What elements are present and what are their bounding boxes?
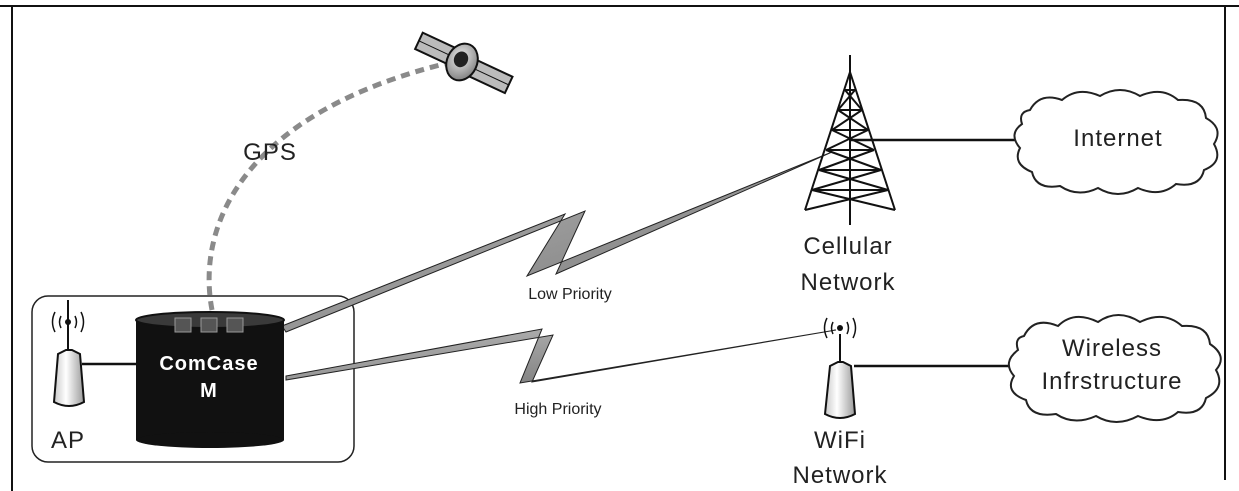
high-priority-label: High Priority [514, 401, 601, 418]
wifi-antenna-icon [823, 317, 857, 419]
internet-label: Internet [1073, 125, 1162, 152]
wireless-label-line2: Infrstructure [1041, 368, 1182, 395]
low-priority-link [281, 151, 833, 333]
ap-antenna-icon [51, 300, 136, 407]
diagram-frame [0, 5, 1239, 491]
device-label-line2: M [200, 380, 218, 402]
ap-label: AP [51, 427, 85, 454]
satellite-icon [413, 31, 514, 95]
gps-link [206, 59, 453, 311]
wireless-label-line1: Wireless [1062, 335, 1162, 362]
high-priority-link [285, 328, 837, 384]
cellular-label-line1: Cellular [803, 233, 892, 260]
cellular-label-line2: Network [800, 269, 895, 296]
wifi-label-line2: Network [792, 462, 887, 489]
wifi-label-line1: WiFi [814, 427, 866, 454]
comcase-device-icon [135, 311, 285, 448]
low-priority-label: Low Priority [528, 286, 612, 303]
gps-label: GPS [243, 139, 297, 166]
device-label-line1: ComCase [159, 353, 258, 375]
wireless-infrastructure-cloud-icon [1007, 314, 1222, 423]
device-group-box [31, 295, 355, 463]
cloud-icon [1013, 89, 1219, 195]
